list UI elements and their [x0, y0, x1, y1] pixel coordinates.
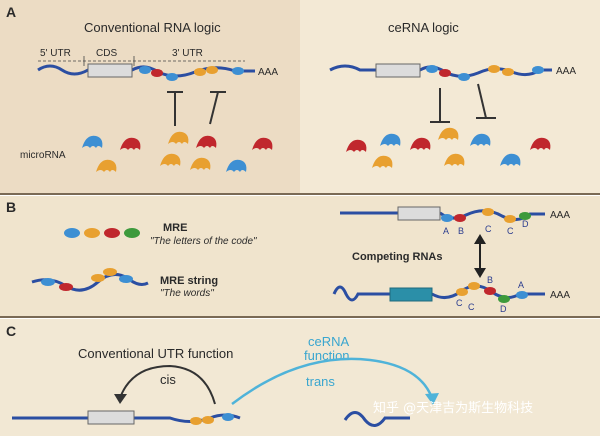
polya-label: AAA: [550, 210, 570, 221]
microrna-label: microRNA: [20, 150, 66, 161]
mre-site: [222, 413, 234, 421]
panel-c-letter: C: [6, 323, 16, 339]
utr3-label: 3' UTR: [172, 48, 203, 59]
site-letter: B: [487, 275, 493, 285]
site-letter: D: [522, 219, 529, 229]
panel-a-right-title: ceRNA logic: [388, 20, 459, 35]
mre-site: [468, 282, 480, 290]
mre-string-sites: [41, 268, 133, 291]
mre-site: [502, 68, 514, 76]
polya-label: AAA: [550, 290, 570, 301]
mre-site: [482, 208, 494, 216]
conventional-utr-label: Conventional UTR function: [78, 346, 233, 361]
mre-site: [488, 65, 500, 73]
site-letter: C: [456, 298, 463, 308]
target-strand: [343, 411, 410, 427]
mre-site: [504, 215, 516, 223]
cis-arrow-head: [114, 394, 127, 404]
cds-teal-box: [389, 287, 433, 302]
site-letter: C: [468, 302, 475, 312]
mre-string-title: MRE string: [160, 275, 218, 287]
mre-site: [498, 295, 510, 303]
mre-site: [194, 68, 206, 76]
mre-site: [426, 65, 438, 73]
cds-box: [87, 63, 133, 78]
cds-box: [397, 206, 441, 221]
mre-site: [516, 291, 528, 299]
site-letter: B: [458, 226, 464, 236]
mre-site: [454, 214, 466, 222]
site-letter: C: [507, 226, 514, 236]
trans-label: trans: [306, 374, 335, 389]
site-letter: A: [443, 226, 449, 236]
utr5-label: 5' UTR: [40, 48, 71, 59]
site-letter: D: [500, 304, 507, 314]
mre-site: [439, 69, 451, 77]
mre-letters: [64, 228, 140, 238]
cds-box: [375, 63, 421, 78]
panel-a-left-title: Conventional RNA logic: [84, 20, 221, 35]
inhibition-bar-icon: [167, 91, 226, 126]
trans-arrow-icon: [231, 357, 434, 405]
cds-box: [87, 410, 135, 425]
mre-site: [151, 69, 163, 77]
mre-caption: "The letters of the code": [150, 236, 257, 247]
panel-a-letter: A: [6, 4, 16, 20]
watermark-text: 知乎 @天津吉为斯生物科技: [373, 400, 533, 416]
mirna-blob-icon: [346, 127, 551, 168]
cds-label: CDS: [96, 48, 117, 59]
mre-title: MRE: [163, 222, 187, 234]
mirna-blob-icon: [82, 131, 273, 172]
mre-site: [456, 288, 468, 296]
mre-site: [166, 73, 178, 81]
mre-site: [139, 66, 151, 74]
site-letter: C: [485, 224, 492, 234]
cerna-function-label-1: ceRNA: [308, 334, 350, 349]
cis-label: cis: [160, 372, 176, 387]
double-arrow-icon: [474, 234, 486, 278]
inhibition-bar-icon: [430, 83, 496, 123]
panel-a-left-bg: [0, 0, 300, 193]
mre-site: [519, 212, 531, 220]
mre-site: [202, 416, 214, 424]
mre-site: [532, 66, 544, 74]
mre-site: [458, 73, 470, 81]
cis-arrow-icon: [119, 364, 216, 405]
mre-string-caption: "The words": [160, 288, 214, 299]
mre-site: [441, 214, 453, 222]
panel-b-letter: B: [6, 199, 16, 215]
mre-site: [190, 417, 202, 425]
polya-label: AAA: [258, 67, 278, 78]
trans-arrow-head: [425, 393, 439, 405]
site-letter: A: [518, 280, 524, 290]
polya-label: AAA: [556, 66, 576, 77]
mre-site: [206, 66, 218, 74]
competing-rnas-label: Competing RNAs: [352, 251, 442, 263]
mre-site: [232, 67, 244, 75]
mre-site: [484, 287, 496, 295]
